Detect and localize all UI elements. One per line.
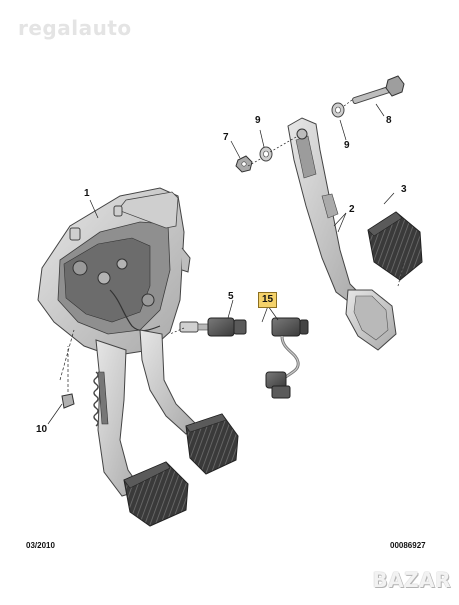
nut-part-7 — [235, 155, 253, 173]
pedal-box-bracket — [37, 187, 191, 357]
switch-part-5 — [179, 317, 247, 337]
leader-lines — [47, 99, 405, 425]
clutch-pedal-pad — [123, 461, 189, 527]
switch-connector-part-15 — [265, 317, 309, 399]
accelerator-pedal-pad-part-3 — [367, 211, 423, 281]
washer-part-9-left — [259, 146, 273, 162]
clip-part-10 — [61, 393, 75, 409]
callout-1: 1 — [84, 188, 90, 199]
watermark-logo: regalauto — [18, 16, 132, 40]
callout-9-right: 9 — [344, 140, 350, 151]
bolt-part-8 — [352, 75, 405, 105]
brake-pedal-pad — [185, 413, 239, 475]
callout-15-highlighted: 15 — [258, 292, 277, 308]
callout-9-left: 9 — [255, 115, 261, 126]
callout-5: 5 — [228, 291, 234, 302]
bazar-watermark-logo: BAZAR — [372, 568, 451, 592]
diagram-date: 03/2010 — [26, 541, 55, 550]
callout-3: 3 — [401, 184, 407, 195]
callout-8: 8 — [386, 115, 392, 126]
accelerator-pedal-arm — [287, 117, 397, 351]
diagram-reference-number: 00086927 — [390, 541, 426, 550]
clutch-pedal-arm — [93, 339, 143, 497]
brake-pedal-arm — [139, 329, 197, 435]
callout-10: 10 — [36, 424, 48, 435]
callout-2: 2 — [349, 204, 355, 215]
washer-part-9-right — [331, 102, 345, 118]
callout-7: 7 — [223, 132, 229, 143]
